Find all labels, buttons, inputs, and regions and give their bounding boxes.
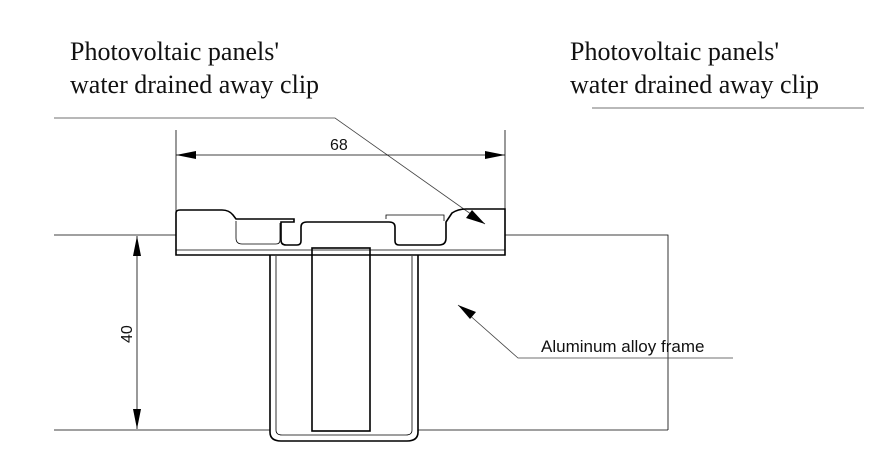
clip-label-right-line1: Photovoltaic panels' [570, 37, 779, 66]
frame-leader-arrow [458, 305, 476, 319]
clip-right-recess [385, 214, 445, 221]
panel-right [505, 234, 669, 430]
dim-height-value: 40 [119, 325, 136, 343]
clip-leader-line [54, 117, 486, 225]
frame-stem [269, 255, 419, 442]
clip-outline [175, 208, 506, 256]
dim-height-arrow-top [133, 236, 141, 256]
dim-width-arrow-right [485, 151, 505, 159]
clip-label-right-line2: water drained away clip [570, 70, 819, 99]
dim-width-value: 68 [330, 137, 348, 154]
frame-leader-line [457, 304, 733, 359]
frame-stem-inner [275, 256, 413, 436]
dim-height-arrow-bottom [133, 409, 141, 429]
dim-width-arrow-left [176, 151, 196, 159]
clip-label-left-line2: water drained away clip [70, 70, 319, 99]
clip-left-recess [235, 221, 281, 245]
clip-label-left-line1: Photovoltaic panels' [70, 37, 279, 66]
clip-leader-arrow [466, 210, 485, 224]
frame-inner-slot [311, 247, 371, 432]
frame-label: Aluminum alloy frame [541, 337, 704, 356]
